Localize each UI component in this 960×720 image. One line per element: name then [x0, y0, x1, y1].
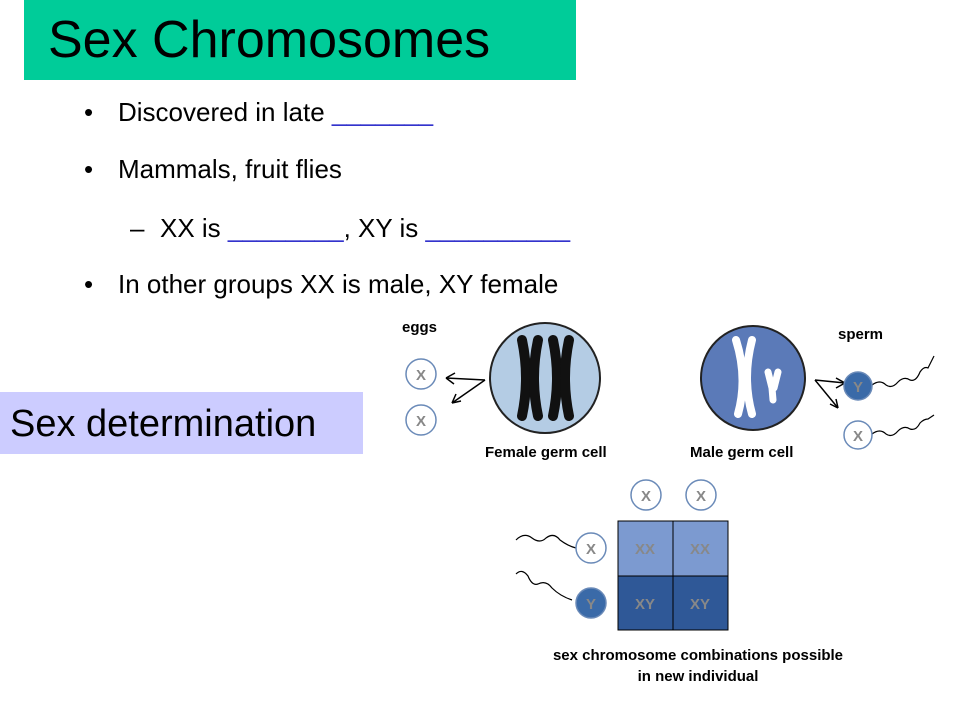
egg-arrows-icon [445, 372, 486, 404]
bullet-mammals: • Mammals, fruit flies [84, 153, 342, 185]
sperm-x-letter: X [853, 428, 863, 445]
bullet-text: Mammals, fruit flies [118, 154, 342, 184]
sub-bullet-middle: , XY is [343, 213, 426, 243]
bullet-dot: • [84, 97, 94, 127]
bullet-dot: • [84, 154, 94, 184]
bullet-dot: • [84, 269, 94, 299]
female-xx-chromosomes-icon [517, 335, 574, 421]
bullet-text: Discovered in late [118, 97, 332, 127]
grid-col-head-letter: X [641, 488, 651, 505]
bullet-discovered: • Discovered in late _______ [84, 96, 434, 128]
grid-cell-label: XX [635, 541, 655, 558]
sperm-label: sperm [838, 326, 883, 343]
sperm-arrows-icon [814, 377, 846, 409]
eggs-label: eggs [402, 319, 437, 336]
fill-in-blank: ________ [227, 213, 344, 243]
grid-row-head-y [575, 587, 607, 619]
diagram-caption-line2: in new individual [638, 668, 759, 685]
sub-bullet-xx-xy: – XX is ________, XY is __________ [130, 212, 571, 244]
sub-bullet-dash: – [130, 213, 145, 243]
female-germ-cell-label: Female germ cell [485, 444, 607, 461]
diagram-caption-line1: sex chromosome combinations possible [553, 647, 843, 664]
male-xy-chromosomes-icon [732, 336, 782, 418]
grid-col-head-letter: X [696, 488, 706, 505]
male-germ-cell-label: Male germ cell [690, 444, 793, 461]
side-label-background [0, 392, 363, 454]
egg-x-letter: X [416, 413, 426, 430]
sperm-tail-icon [871, 355, 935, 388]
bullet-text: In other groups XX is male, XY female [118, 269, 559, 299]
grid-col-head-x [630, 479, 662, 511]
slide-title: Sex Chromosomes [48, 11, 491, 69]
egg-x-letter: X [416, 367, 426, 384]
sub-bullet-prefix: XX is [160, 213, 228, 243]
grid-cell-label: XY [690, 596, 710, 613]
grid-row-head-letter: X [586, 541, 596, 558]
sperm-tail-icon [515, 570, 573, 601]
grid-cell-xy [672, 575, 729, 631]
sperm-y-chromosome [843, 371, 873, 401]
grid-cell-xx [617, 520, 674, 577]
grid-row-head-x [575, 532, 607, 564]
bullet-other-groups: • In other groups XX is male, XY female [84, 268, 559, 300]
grid-cell-label: XY [635, 596, 655, 613]
sperm-x-chromosome [843, 420, 873, 450]
grid-col-head-x [685, 479, 717, 511]
grid-cell-xy [617, 575, 674, 631]
grid-cell-label: XX [690, 541, 710, 558]
egg-x-chromosome [405, 358, 437, 390]
sperm-y-letter: Y [853, 379, 863, 396]
side-label: Sex determination [10, 403, 317, 445]
egg-x-chromosome [405, 404, 437, 436]
male-germ-cell [700, 325, 806, 431]
fill-in-blank: __________ [425, 213, 571, 243]
grid-row-head-letter: Y [586, 596, 596, 613]
female-germ-cell [489, 322, 601, 434]
sperm-tail-icon [515, 534, 577, 549]
fill-in-blank: _______ [331, 97, 434, 127]
title-background [24, 0, 576, 80]
sperm-tail-icon [871, 414, 935, 437]
